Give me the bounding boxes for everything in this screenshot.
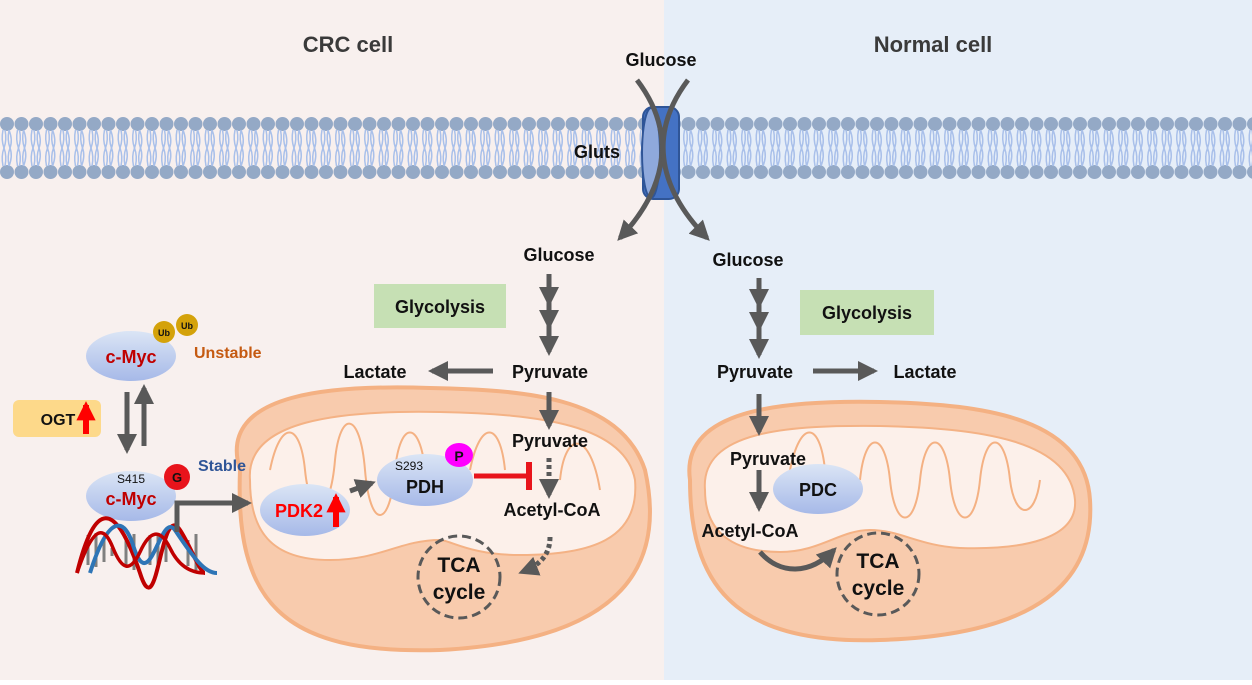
normal-cycle-label: cycle [852,577,905,600]
stable-label: Stable [198,458,246,475]
pdh-inhibition-bar [474,462,532,490]
pdc-protein [773,464,863,514]
pdh-protein [377,454,473,506]
normal-cell-title: Normal cell [874,32,993,57]
crc-pyruvate-label: Pyruvate [512,362,588,382]
ubiquitin-badge-1 [153,321,175,343]
ubiquitin-label-1: Ub [158,328,170,338]
normal-lactate-label: Lactate [893,362,956,382]
dna-helix [75,516,218,590]
normal-tca-cycle-circle [835,531,921,617]
crc-cell-title: CRC cell [303,32,393,57]
ubiquitin-badge-2 [176,314,198,336]
normal-mitochondrion [687,399,1093,643]
phosphorylation-label: P [454,448,463,464]
gluts-label: Gluts [574,142,620,162]
phosphorylation-badge [445,443,473,467]
glucose-in-arrow-right [660,78,710,241]
pdh-label: PDH [406,477,444,497]
cmyc-stable-protein [86,471,176,521]
crc-mito-pyruvate-label: Pyruvate [512,431,588,451]
pdh-site-label: S293 [395,459,423,473]
cell-membrane [0,116,1252,180]
normal-mito-pyruvate-label: Pyruvate [730,449,806,469]
normal-glucose-label: Glucose [712,250,783,270]
pdc-label: PDC [799,480,837,500]
cmyc-unstable-label: c-Myc [105,347,156,367]
normal-glycolysis-box [800,290,934,335]
cmyc-unstable-protein [86,331,176,381]
pdk2-label: PDK2 [275,501,323,521]
pdk2-to-pdh-arrow [349,479,376,498]
cmyc-site-label: S415 [117,472,145,486]
crc-acetyl-coa-label: Acetyl-CoA [503,500,600,520]
unstable-label: Unstable [194,345,262,362]
transcription-arrow [174,493,252,532]
crc-glycolysis-label: Glycolysis [395,297,485,317]
normal-tca-label: TCA [856,550,899,573]
crc-tca-label: TCA [437,554,480,577]
crc-cycle-label: cycle [433,581,486,604]
cmyc-stable-label: c-Myc [105,489,156,509]
normal-acetyl-coa-label: Acetyl-CoA [701,521,798,541]
normal-pyruvate-label: Pyruvate [717,362,793,382]
crc-acetylcoa-to-tca-dotted-arrow [518,536,553,576]
crc-lactate-label: Lactate [343,362,406,382]
crc-glucose-label: Glucose [523,245,594,265]
glcnac-badge [164,464,190,490]
normal-glycolysis-label: Glycolysis [822,303,912,323]
normal-acetylcoa-to-tca-arrow [758,547,837,572]
glcnac-label: G [172,470,182,485]
crc-glycolysis-box [374,284,506,328]
ubiquitin-label-2: Ub [181,321,193,331]
ogt-label: OGT [41,412,76,429]
crc-tca-cycle-circle [416,534,502,620]
extracellular-glucose-label: Glucose [625,50,696,70]
